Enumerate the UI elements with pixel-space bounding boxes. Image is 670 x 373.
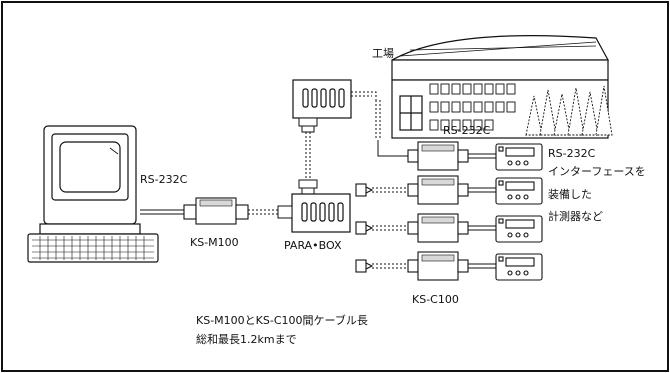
cable-to-factory [351, 91, 381, 140]
ks-m100-adapter [183, 197, 249, 225]
plug-connector [355, 183, 367, 197]
rs232c-factory-label: RS-232C [443, 124, 491, 137]
connector-main-top [298, 179, 318, 195]
rs232c-device-label: RS-232C [548, 147, 596, 160]
device-row [407, 141, 543, 171]
device-rows [355, 141, 543, 281]
device-row [355, 251, 543, 281]
factory-label: 工場 [372, 47, 394, 60]
plug-connector [355, 259, 367, 273]
ks-c100-plug-left [407, 259, 419, 273]
ks-c100-label: KS-C100 [412, 293, 459, 306]
cable-ksm100-to-parabox [248, 209, 278, 215]
instrument-display [505, 147, 535, 157]
device-desc-line3: 計測器など [548, 210, 603, 223]
device-row [355, 175, 543, 205]
device-desc-line1: インターフェースを [548, 165, 646, 178]
rs232c-pc-label: RS-232C [140, 173, 188, 186]
connector-top-box [298, 117, 318, 133]
ks-c100-plug-right [457, 149, 469, 163]
factory-trees [525, 85, 613, 136]
para-box-main [291, 193, 351, 233]
cable-length-note-line1: KS-M100とKS-C100間ケーブル長 [196, 314, 368, 327]
para-box-top [292, 79, 352, 119]
cable-factory-to-adapter1 [377, 140, 408, 157]
ks-c100-plug-left [407, 221, 419, 235]
computer [27, 125, 159, 263]
instrument-display [505, 181, 535, 191]
plug-connector [355, 221, 367, 235]
ks-c100-plug-left [407, 149, 419, 163]
cable-pc-to-ksm100 [140, 209, 184, 215]
ks-c100-plug-right [457, 183, 469, 197]
connector-main-left [277, 205, 293, 219]
ks-m100-label: KS-M100 [190, 236, 239, 249]
instrument-display [505, 257, 535, 267]
ks-c100-plug-left [407, 183, 419, 197]
para-box-label: PARA•BOX [284, 239, 342, 252]
cable-parabox-link [305, 132, 311, 180]
device-row [355, 213, 543, 243]
instrument-display [505, 219, 535, 229]
cable-length-note-line2: 総和最長1.2kmまで [196, 333, 297, 346]
ks-c100-plug-right [457, 259, 469, 273]
ks-c100-plug-right [457, 221, 469, 235]
device-desc-line2: 装備した [548, 188, 592, 201]
